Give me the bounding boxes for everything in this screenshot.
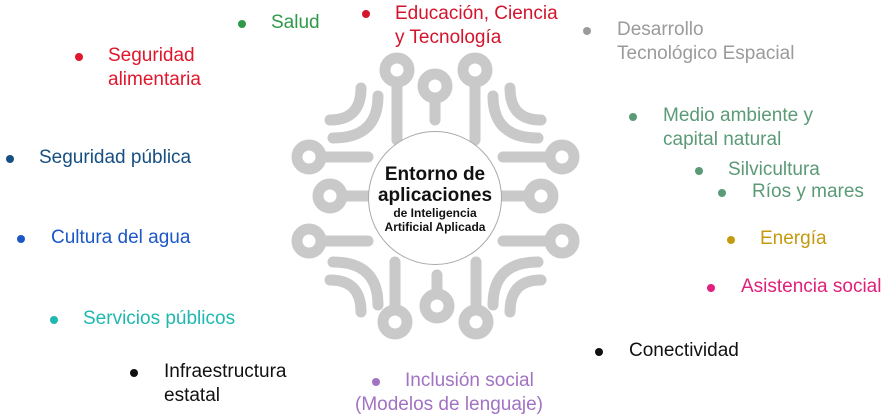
center-title-line2: aplicaciones <box>377 185 493 206</box>
center-title-line1: Entorno de <box>384 164 486 185</box>
area-label-line: Cultura del agua <box>51 227 191 248</box>
center-circle: Entorno de aplicaciones de Inteligencia … <box>368 131 502 265</box>
bullet-dot <box>17 235 25 243</box>
bullet-dot <box>707 284 715 292</box>
bullet-dot <box>6 155 14 163</box>
area-label-line: Desarrollo <box>617 19 704 40</box>
area-label-line: (Modelos de lenguaje) <box>355 394 544 415</box>
center-subtitle-line1: de Inteligencia <box>393 206 477 220</box>
bullet-dot <box>595 348 603 356</box>
bullet-dot <box>727 236 735 244</box>
area-label-line: capital natural <box>663 129 782 150</box>
area-label-line: Seguridad <box>108 45 195 66</box>
area-label-inclusion: Inclusión social (Modelos de lenguaje) <box>355 369 543 417</box>
area-label-educacion: Educación, Ciencia y Tecnología <box>395 2 558 50</box>
bullet-dot <box>238 20 246 28</box>
area-label-line: estatal <box>164 385 220 406</box>
area-label-seguridad-alimentaria: Seguridad alimentaria <box>108 44 201 92</box>
area-label-line: Seguridad pública <box>39 147 192 168</box>
area-label-line: alimentaria <box>108 69 201 90</box>
area-label-line: Medio ambiente y <box>663 105 813 126</box>
area-label-line: Infraestructura <box>164 361 287 382</box>
area-label-line: Educación, Ciencia <box>395 3 558 24</box>
area-label-line: Ríos y mares <box>752 181 864 202</box>
area-label-infraestructura: Infraestructura estatal <box>164 360 287 408</box>
area-label-energia: Energía <box>760 227 827 251</box>
area-label-medio-ambiente: Medio ambiente y capital natural <box>663 104 813 152</box>
bullet-dot <box>583 27 591 35</box>
area-label-line: Asistencia social <box>741 276 882 297</box>
area-label-seguridad-publica: Seguridad pública <box>39 146 191 170</box>
area-label-silvicultura: Silvicultura <box>728 158 820 182</box>
bullet-dot <box>695 167 703 175</box>
bullet-dot <box>130 369 138 377</box>
area-label-line: Conectividad <box>629 340 739 361</box>
area-label-cultura-agua: Cultura del agua <box>51 226 190 250</box>
area-label-conectividad: Conectividad <box>629 339 739 363</box>
area-label-line: Salud <box>271 12 320 33</box>
area-label-servicios: Servicios públicos <box>83 307 235 331</box>
bullet-dot <box>362 10 370 18</box>
area-label-line: Silvicultura <box>728 159 820 180</box>
area-label-line: Servicios públicos <box>83 308 236 329</box>
area-label-line: y Tecnología <box>395 27 502 48</box>
area-label-rios: Ríos y mares <box>752 180 864 204</box>
area-label-line: Inclusión social <box>405 370 534 391</box>
area-label-line: Energía <box>760 228 827 249</box>
area-label-line: Tecnológico Espacial <box>617 43 795 64</box>
bullet-dot <box>372 378 380 386</box>
bullet-dot <box>75 53 83 61</box>
center-subtitle-line2: Artificial Aplicada <box>384 220 486 234</box>
bullet-dot <box>718 189 726 197</box>
bullet-dot <box>50 316 58 324</box>
area-label-asistencia: Asistencia social <box>741 275 881 299</box>
bullet-dot <box>629 113 637 121</box>
area-label-salud: Salud <box>271 11 320 35</box>
